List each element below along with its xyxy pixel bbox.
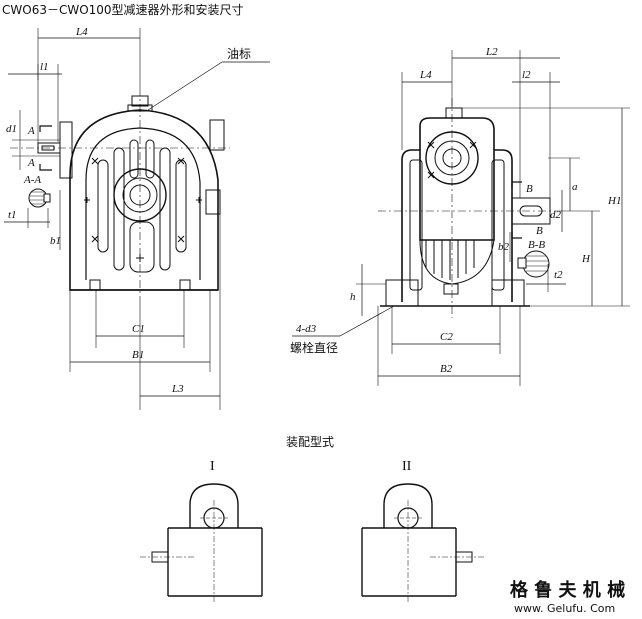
dim-B2: B2 <box>440 363 453 375</box>
dim-L4-front: L4 <box>75 26 88 38</box>
watermark-url: www. Gelufu. Com <box>514 602 615 615</box>
front-foot-left <box>89 279 101 291</box>
rib-2 <box>113 147 125 271</box>
dim-d1: d1 <box>6 123 17 135</box>
side-fin-outline <box>419 239 495 285</box>
side-foot-right <box>491 279 525 307</box>
dim-d2: d2 <box>550 209 562 221</box>
section-mark-B-bottom: B <box>536 225 543 237</box>
dim-l2: l2 <box>522 69 531 81</box>
assembly-type-1-label: I <box>210 459 215 474</box>
dim-t2: t2 <box>554 269 563 281</box>
dim-b1: b1 <box>50 235 61 247</box>
dim-L4-side: L4 <box>419 69 432 81</box>
front-right-boss <box>205 189 221 215</box>
dim-a: a <box>572 181 578 193</box>
side-drain-plug <box>443 283 459 295</box>
dim-L2: L2 <box>485 46 498 58</box>
front-view: L4 l1 d1 A A A-A t1 b1 <box>4 26 270 410</box>
dim-h: h <box>350 291 356 303</box>
rib-1 <box>97 159 109 253</box>
section-mark-A-top: A <box>27 125 35 137</box>
oil-mark-leader <box>147 61 223 111</box>
assembly-type-1: I <box>140 459 263 604</box>
dim-L3: L3 <box>171 383 184 395</box>
front-housing <box>69 109 219 291</box>
front-plus-marks <box>84 197 202 262</box>
side-body <box>401 149 513 302</box>
side-cooling-fins <box>425 240 475 280</box>
dim-C2: C2 <box>440 331 453 343</box>
section-label-BB: B-B <box>528 239 545 251</box>
dim-H1: H1 <box>607 195 621 207</box>
watermark-brand: 格 鲁 夫 机 械 <box>510 579 625 601</box>
section-AA-key <box>43 193 51 203</box>
front-right-flange <box>209 119 225 151</box>
dim-B1: B1 <box>132 349 144 361</box>
assembly-section: 装配型式 I II <box>140 435 484 604</box>
assembly-type-2-label: II <box>402 459 412 474</box>
side-view: L2 L4 l2 B B a d2 H1 <box>290 46 630 386</box>
side-bolt-marks <box>427 141 477 179</box>
side-right-rib <box>491 159 505 291</box>
page-title: CWO63－CWO100型减速器外形和安装尺寸 <box>2 2 244 17</box>
front-foot-right <box>179 279 191 291</box>
rib-lower <box>129 221 155 273</box>
front-bolt-marks <box>91 157 185 243</box>
front-inner-wall <box>85 127 201 280</box>
bolt-leader <box>339 305 395 337</box>
dim-l1: l1 <box>40 61 49 73</box>
dim-b2: b2 <box>498 241 510 253</box>
dim-bolt: 4-d3 <box>296 323 317 335</box>
section-label-AA: A-A <box>23 174 41 186</box>
oil-mark-label: 油标 <box>227 47 251 61</box>
rib-6 <box>175 159 187 253</box>
dim-t1: t1 <box>8 209 17 221</box>
assembly-heading: 装配型式 <box>286 435 334 449</box>
bolt-label: 螺栓直径 <box>290 340 338 355</box>
watermark: 格 鲁 夫 机 械 www. Gelufu. Com <box>510 579 625 615</box>
dim-H: H <box>581 253 591 265</box>
section-BB-key <box>517 257 527 269</box>
rib-3 <box>129 139 139 179</box>
side-oil-plug <box>445 107 463 119</box>
section-mark-B-top: B <box>526 183 533 195</box>
section-BB-circle <box>522 250 550 278</box>
assembly-type-2: II <box>361 459 484 604</box>
section-mark-A-bottom: A <box>27 157 35 169</box>
rib-4 <box>145 139 155 179</box>
side-left-rib <box>409 159 423 291</box>
dim-C1: C1 <box>132 323 145 335</box>
